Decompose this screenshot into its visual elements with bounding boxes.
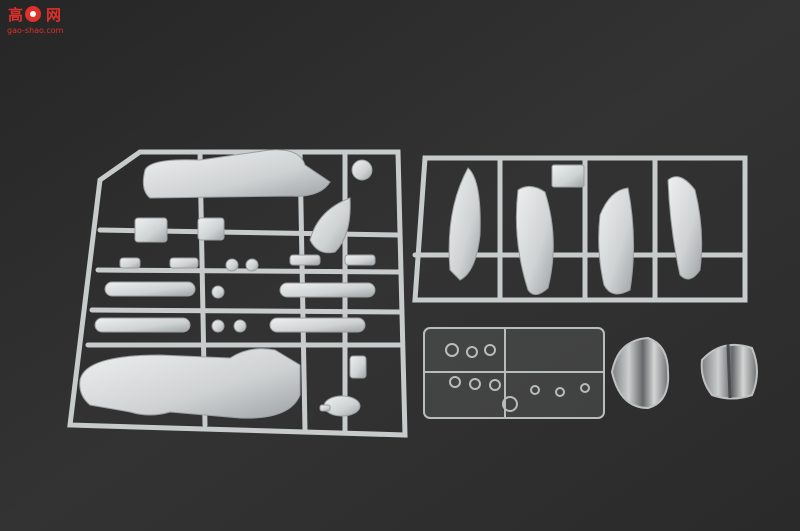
watermark-char-right: 网	[46, 6, 63, 24]
canopy-rear-frame	[726, 343, 732, 399]
drop-tank-halves	[94, 281, 376, 333]
watermark-emblem-icon	[25, 6, 41, 22]
fuselage-half-upper	[142, 149, 331, 199]
watermark-char-left: 高	[8, 6, 25, 24]
canopy-front	[610, 336, 670, 410]
fuselage-half-lower	[79, 348, 301, 419]
watermark-logo: 高 网 gao-shao.com	[4, 4, 76, 42]
small-parts-row-1	[119, 159, 376, 272]
wing-pod-parts	[448, 164, 703, 295]
nose-cone-part	[309, 197, 351, 254]
clear-sprue	[423, 327, 605, 419]
small-parts-row-2	[319, 355, 367, 417]
watermark-url: gao-shao.com	[7, 26, 64, 35]
sprue-frame-left	[67, 149, 408, 438]
